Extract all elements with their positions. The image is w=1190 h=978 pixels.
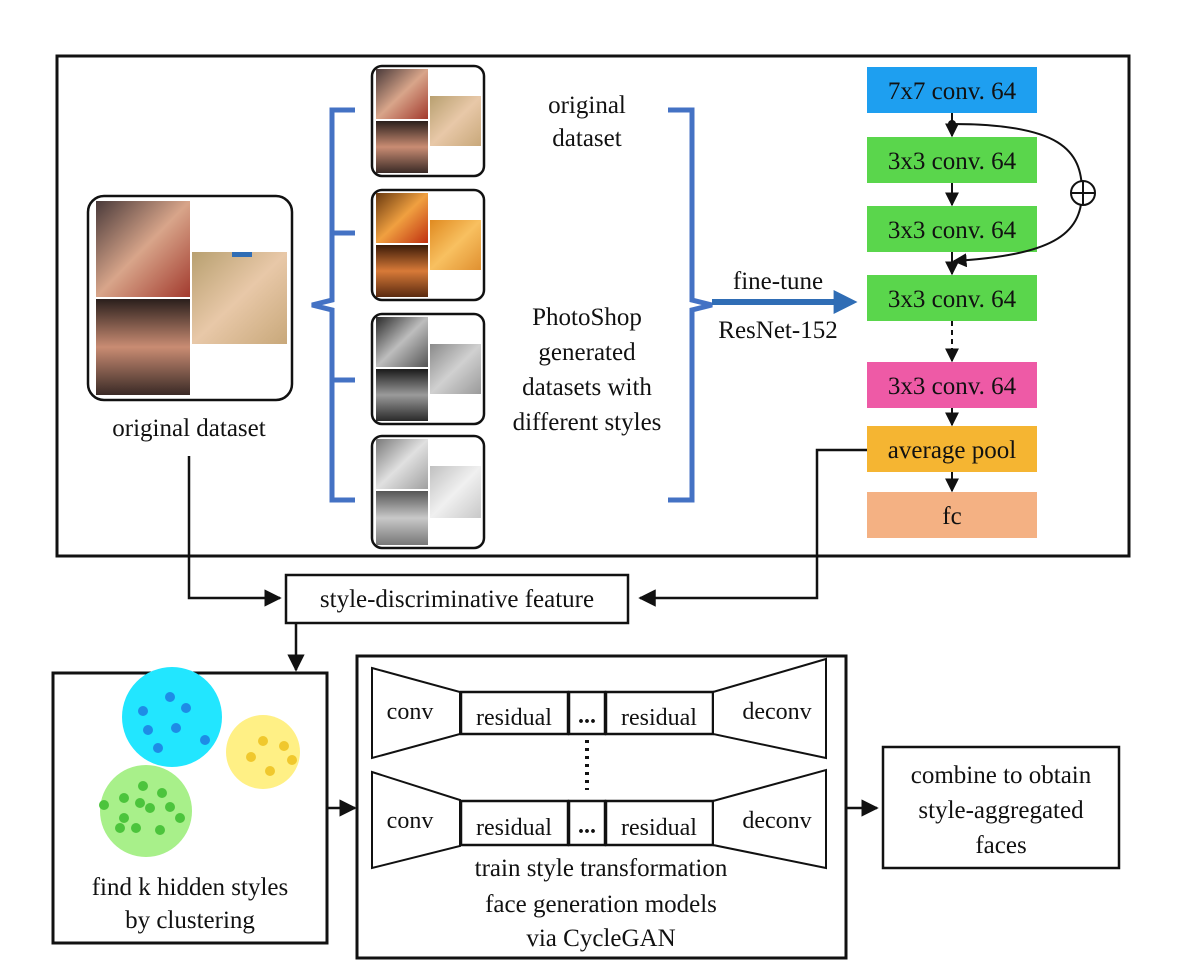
resnet-label: ResNet-152 [718, 317, 837, 344]
face-thumbnail [192, 252, 287, 344]
residual-label: residual [621, 815, 697, 841]
residual-add-icon [1070, 180, 1096, 206]
face-thumbnail [96, 201, 190, 297]
deconv-label: deconv [742, 808, 811, 834]
face-thumbnail [376, 69, 428, 119]
conv-label: conv [387, 808, 434, 834]
top-panel-frame [55, 54, 1131, 558]
style-dataset-card-gray [370, 312, 486, 426]
generator-caption-line: via CycleGAN [526, 925, 675, 952]
original-dataset-caption: original dataset [112, 415, 265, 442]
resnet-layer [867, 275, 1037, 321]
face-thumbnail [430, 344, 481, 394]
right-brace [668, 107, 713, 503]
face-thumbnail [96, 299, 190, 395]
combine-box [881, 745, 1121, 870]
combine-box-line: style-aggregated [918, 797, 1084, 824]
resnet-layer [867, 137, 1037, 183]
generator-row: conv residual ... residual deconv [371, 768, 827, 870]
generator-row: conv residual ... residual deconv [371, 657, 827, 760]
ellipsis-label: ... [578, 703, 596, 729]
connector-arrow [187, 456, 282, 607]
face-thumbnail [376, 491, 428, 545]
residual-label: residual [621, 705, 697, 731]
residual-label: residual [476, 705, 552, 731]
resnet-layer [867, 362, 1037, 408]
residual-block [459, 799, 570, 847]
face-thumbnail [430, 466, 481, 518]
resnet-layer-label: 7x7 conv. 64 [888, 78, 1017, 105]
cluster-dots-cyan [138, 692, 210, 753]
face-thumbnail [376, 245, 428, 297]
original-dataset-card [86, 194, 294, 402]
ellipsis-label: ... [578, 813, 596, 839]
left-brace [311, 107, 355, 503]
photoshop-label-line: different styles [513, 409, 662, 436]
face-thumbnail [376, 369, 428, 421]
feature-box [284, 573, 630, 625]
cluster-blob-yellow [226, 715, 300, 789]
feature-box-label: style-discriminative feature [320, 586, 594, 613]
photoshop-label-line: PhotoShop [532, 304, 642, 331]
cluster-blob-cyan [122, 667, 222, 767]
connector-arrow [638, 448, 867, 607]
cluster-dots-green [99, 781, 185, 835]
face-thumbnail [430, 220, 481, 270]
clustering-caption-line: find k hidden styles [92, 874, 289, 901]
resnet-layer-label: 3x3 conv. 64 [888, 373, 1017, 400]
resnet-layer-label: fc [942, 503, 961, 530]
resnet-layer-label: 3x3 conv. 64 [888, 286, 1017, 313]
clustering-caption-line: by clustering [125, 907, 255, 934]
combine-box-line: faces [975, 832, 1026, 859]
resnet-layer [867, 492, 1037, 538]
conv-label: conv [387, 699, 434, 725]
style-dataset-card-light [370, 434, 486, 550]
face-thumbnail [376, 317, 428, 367]
resnet-layer-label: 3x3 conv. 64 [888, 217, 1017, 244]
resnet-layer [867, 426, 1037, 472]
finetune-label: fine-tune [733, 268, 823, 295]
deconv-decoder [712, 657, 827, 760]
face-thumbnail [376, 121, 428, 173]
ellipsis-block [567, 799, 607, 847]
style-dataset-card-original [370, 64, 486, 178]
residual-label: residual [476, 815, 552, 841]
face-thumbnail [376, 439, 428, 489]
resnet-layer [867, 206, 1037, 252]
photoshop-label-line: generated [538, 339, 636, 366]
face-thumbnail [430, 96, 481, 146]
generator-caption-line: face generation models [485, 891, 717, 918]
style-dataset-card-warm [370, 188, 486, 302]
ellipsis-block [567, 690, 607, 736]
combine-box-line: combine to obtain [911, 762, 1092, 789]
resnet-layer-label: 3x3 conv. 64 [888, 148, 1017, 175]
deconv-decoder [712, 768, 827, 870]
resnet-layer-label: average pool [888, 437, 1016, 464]
cluster-dots-yellow [246, 736, 297, 776]
deconv-label: deconv [742, 699, 811, 725]
resnet-layer [867, 67, 1037, 113]
original-dataset-label-line: dataset [552, 125, 621, 152]
photoshop-label-line: datasets with [522, 374, 652, 401]
resnet-stack: 7x7 conv. 64 3x3 conv. 64 3x3 conv. 64 3… [867, 67, 1037, 538]
face-thumbnail [376, 193, 428, 243]
original-dataset-label-line: original [548, 92, 626, 119]
generator-caption-line: train style transformation [475, 855, 728, 882]
